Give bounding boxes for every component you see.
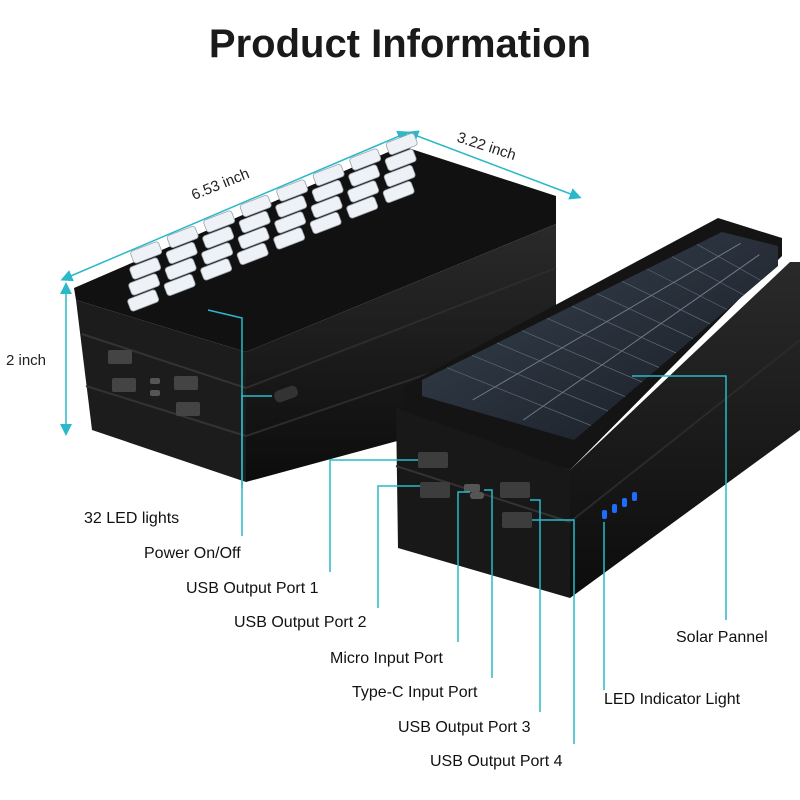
right-power-bank: [395, 218, 800, 598]
left-usb-port-a: [108, 350, 132, 364]
led-tile: [203, 210, 236, 233]
solar-cell-line: [546, 318, 660, 368]
usb-port-2: [420, 482, 450, 498]
usb-port-3: [500, 482, 530, 498]
led-tile: [236, 242, 269, 265]
type-c-port: [470, 492, 484, 499]
led-tile: [383, 164, 416, 187]
micro-input-label: Micro Input Port: [330, 650, 443, 667]
type-c-input-label: Type-C Input Port: [352, 684, 478, 701]
usb-port-4: [502, 512, 532, 528]
usb-output-2-label: USB Output Port 2: [234, 614, 367, 631]
led-tile: [346, 196, 379, 219]
led-tile: [275, 195, 308, 218]
led-tile: [310, 195, 343, 218]
led-tile: [385, 132, 418, 155]
led-tile: [200, 258, 233, 281]
led-tile: [273, 227, 306, 250]
solar-cell-line: [521, 330, 643, 383]
led-tile: [201, 242, 234, 265]
led-tile: [237, 226, 270, 249]
solar-cell-line: [571, 305, 677, 354]
led-tile: [382, 180, 415, 203]
led-tile: [384, 148, 417, 171]
power-label: Power On/Off: [144, 545, 241, 562]
led-tile: [128, 273, 161, 296]
led-tile: [309, 211, 342, 234]
left-usb-port-b: [112, 378, 136, 392]
usb-output-4-label: USB Output Port 4: [430, 753, 563, 770]
led-tile: [164, 257, 197, 280]
usb-output-1-label: USB Output Port 1: [186, 580, 319, 597]
led-tile: [311, 179, 344, 202]
led-tile: [163, 273, 196, 296]
solar-cell-line: [646, 268, 728, 310]
solar-cell-line: [523, 254, 760, 421]
solar-panel: [422, 232, 778, 440]
led-lights-label: 32 LED lights: [84, 510, 180, 527]
led-tile: [166, 225, 199, 248]
led-tile: [127, 289, 160, 312]
left-power-bank: [74, 146, 557, 482]
led-tile: [239, 194, 272, 217]
led-indicator-lights: [602, 492, 637, 519]
led-tile: [130, 241, 163, 264]
led-tile: [347, 180, 380, 203]
solar-cell-line: [471, 355, 609, 412]
led-light-grid: [127, 132, 418, 312]
power-button: [274, 385, 298, 403]
usb-port-1: [418, 452, 448, 468]
solar-cell-line: [621, 281, 711, 325]
led-tile: [276, 179, 309, 202]
led-tile: [349, 148, 382, 171]
led-tile: [165, 241, 198, 264]
led-tile: [238, 210, 271, 233]
led-tile: [202, 226, 235, 249]
solar-cell-line: [671, 256, 745, 296]
solar-panel-label: Solar Pannel: [676, 629, 768, 646]
width-dimension-line: [406, 130, 582, 200]
solar-cell-line: [446, 367, 592, 426]
height-label: 2 inch: [6, 352, 47, 369]
led-tile: [274, 211, 307, 234]
usb-output-3-label: USB Output Port 3: [398, 719, 531, 736]
callout-lines: [207, 309, 727, 744]
micro-port: [464, 484, 480, 492]
led-tile: [312, 163, 345, 186]
solar-panel-cells: [446, 242, 762, 426]
led-indicator-label: LED Indicator Light: [604, 691, 741, 708]
length-dimension-line: [60, 130, 410, 282]
solar-cell-line: [596, 293, 694, 339]
solar-cell-line: [696, 244, 762, 281]
page-title: Product Information: [208, 22, 592, 66]
callout-power: [241, 395, 272, 536]
led-tile: [129, 257, 162, 280]
solar-cell-line: [496, 342, 626, 397]
led-tile: [348, 164, 381, 187]
solar-cell-line: [472, 242, 741, 401]
